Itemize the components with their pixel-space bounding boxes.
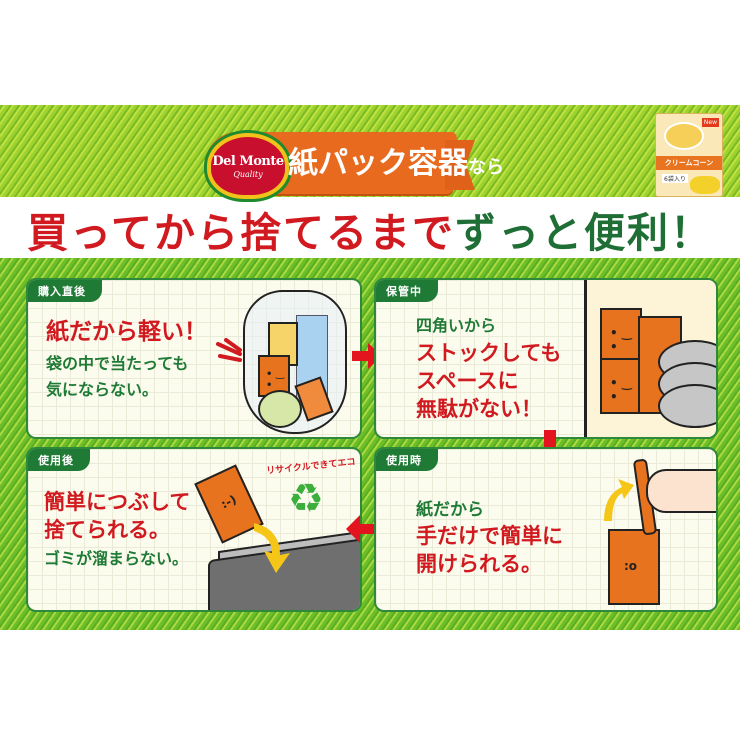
headline: 買ってから捨てるまでずっと便利！: [0, 199, 740, 259]
panel-tag: 購入直後: [28, 280, 102, 302]
opening-pack-character-icon: :o: [608, 529, 660, 605]
panel-tag: 使用時: [376, 449, 438, 471]
drop-arrow-icon: [254, 523, 290, 573]
panel-storage: 保管中 四角いから ストックしても スペースに 無駄がない！ • ‿ • • ‿…: [374, 278, 718, 439]
corn-icon: [690, 176, 720, 194]
panel-tag: 保管中: [376, 280, 438, 302]
panel-line: 捨てられる。: [44, 518, 170, 542]
open-arrow-icon: [604, 479, 634, 521]
panel-tag: 使用後: [28, 449, 90, 471]
new-badge: New: [701, 118, 719, 127]
emphasis-mark-icon: [216, 338, 242, 362]
cabbage-icon: [258, 390, 302, 428]
panel-line: 手だけで簡単に: [416, 524, 563, 548]
flow-arrow-left-icon: [346, 515, 378, 543]
recycle-icon: ♻: [288, 476, 324, 522]
ribbon-title-suffix: なら: [468, 157, 504, 178]
hand-illustration: [646, 469, 716, 513]
stacked-pack-character-icon: • ‿ •: [600, 308, 642, 362]
panel-line: 簡単につぶして: [44, 490, 191, 514]
soup-bowl-icon: [664, 122, 704, 150]
panel-line: 気にならない。: [46, 380, 159, 399]
product-count: 6袋入り: [662, 174, 688, 183]
bowl-stack-icon: [658, 384, 716, 428]
panel-line: 袋の中で当たっても: [46, 354, 189, 373]
panel-during-use: 使用時 紙だから 手だけで簡単に 開けられる。 :o: [374, 447, 718, 612]
headline-green: ずっと便利！: [454, 209, 713, 257]
panel-line: スペースに: [416, 369, 519, 393]
title-band: [0, 197, 740, 258]
panel-line: 紙だから軽い！: [46, 319, 207, 345]
ribbon-title-main: 紙パック容器: [288, 146, 468, 181]
panel-line: 無駄がない！: [416, 397, 542, 421]
panel-after-use: 使用後 簡単につぶして 捨てられる。 ゴミが溜まらない。 :-) リサイクルでき…: [26, 447, 362, 612]
panel-after-purchase: 購入直後 紙だから軽い！ 袋の中で当たっても 気にならない。 • ‿ •: [26, 278, 362, 439]
product-package-image: New クリームコーン 6袋入り: [655, 113, 723, 197]
recycle-eco-note: リサイクルできてエコ: [265, 457, 356, 477]
product-label: クリームコーン: [656, 156, 722, 170]
ribbon-title: 紙パック容器なら: [288, 138, 504, 182]
panel-line: ストックしても: [416, 341, 562, 365]
panel-line: 紙だから: [416, 500, 484, 520]
panel-line: 四角いから: [416, 316, 497, 335]
panel-line: 開けられる。: [416, 552, 542, 576]
headline-red: 買ってから捨てるまで: [27, 209, 455, 257]
logo-brand-text: Del Monte: [212, 153, 284, 169]
panel-line: ゴミが溜まらない。: [44, 549, 189, 568]
logo-sub-text: Quality: [233, 169, 263, 179]
stacked-pack-character-icon: • ‿ •: [600, 358, 642, 414]
del-monte-logo: Del Monte Quality: [207, 133, 289, 199]
